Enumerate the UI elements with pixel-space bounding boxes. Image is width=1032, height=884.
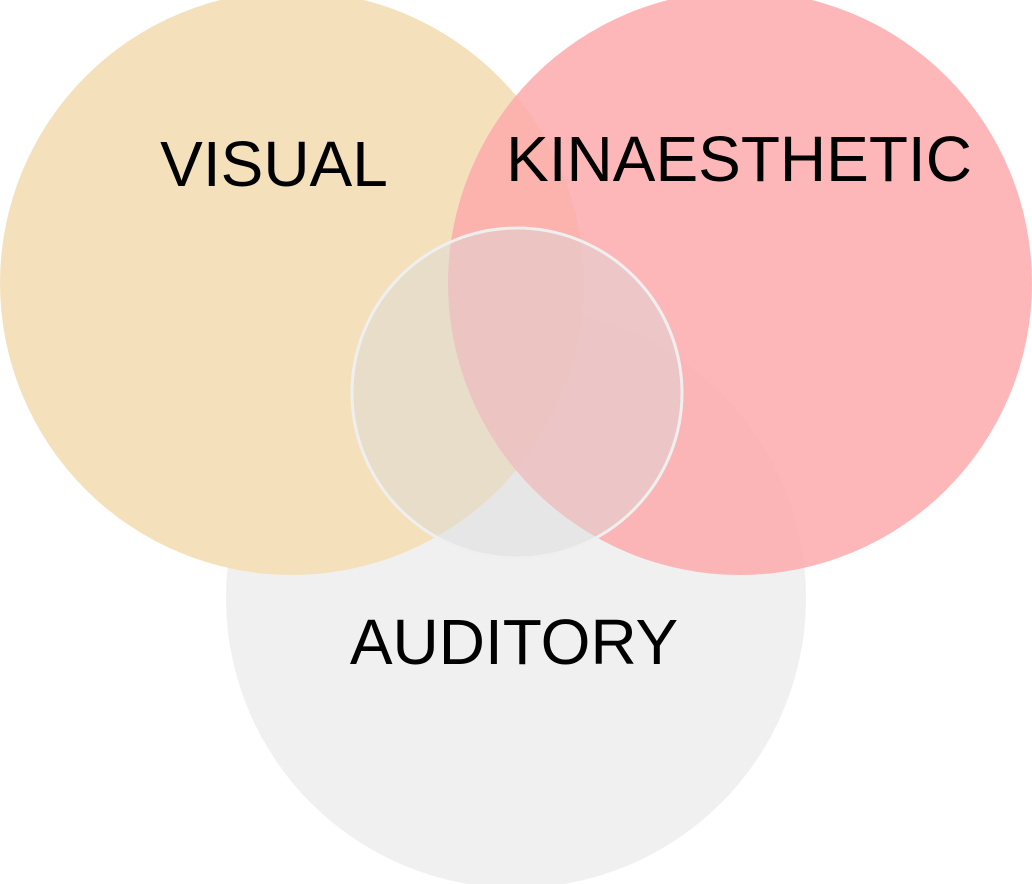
kinaesthetic-circle xyxy=(448,0,1032,575)
visual-circle xyxy=(0,0,584,575)
auditory-label: AUDITORY xyxy=(350,606,678,678)
kinaesthetic-label: KINAESTHETIC xyxy=(506,123,972,195)
visual-label: VISUAL xyxy=(160,128,388,200)
center-intersection-circle xyxy=(350,226,684,560)
